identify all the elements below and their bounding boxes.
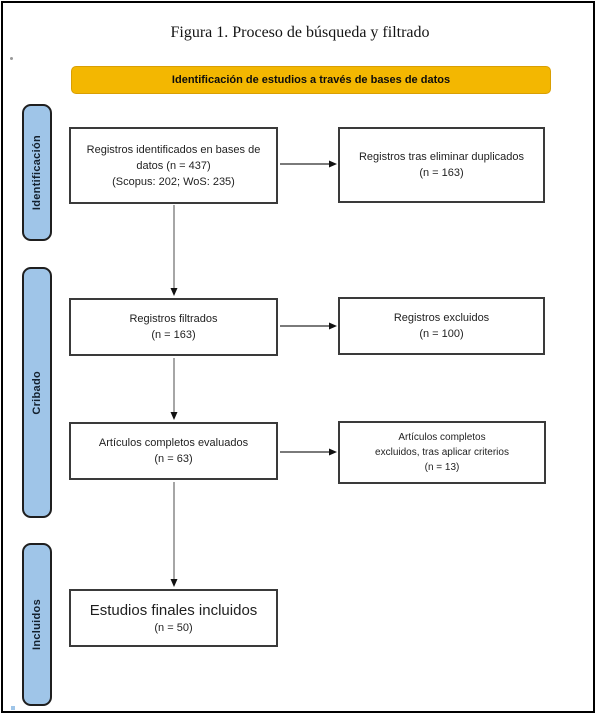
stage-label-identification-text: Identificación bbox=[31, 134, 43, 211]
box-records-excluded: Registros excluidos (n = 100) bbox=[338, 297, 545, 355]
box-fulltext-assessed-line1: Artículos completos evaluados bbox=[98, 437, 249, 449]
box-after-duplicates-line1: Registros tras eliminar duplicados bbox=[358, 151, 525, 163]
box-fulltext-excluded-line1: Artículos completos bbox=[398, 432, 486, 443]
stage-label-included-text: Incluidos bbox=[31, 599, 43, 650]
box-fulltext-assessed: Artículos completos evaluados (n = 63) bbox=[69, 422, 278, 480]
box-fulltext-excluded: Artículos completos excluidos, tras apli… bbox=[338, 421, 546, 484]
box-records-identified-line1: Registros identificados en bases de bbox=[86, 143, 261, 156]
box-final-included-sub: (n = 50) bbox=[154, 621, 193, 634]
box-records-screened: Registros filtrados (n = 163) bbox=[69, 298, 278, 356]
box-after-duplicates-line2: (n = 163) bbox=[419, 167, 464, 179]
box-records-excluded-line1: Registros excluidos bbox=[393, 312, 490, 324]
stage-label-identification: Identificación bbox=[22, 104, 52, 241]
stage-label-included: Incluidos bbox=[22, 543, 52, 706]
stage-label-screening-text: Cribado bbox=[31, 370, 43, 415]
figure-title: Figura 1. Proceso de búsqueda y filtrado bbox=[170, 24, 430, 41]
stage-label-screening: Cribado bbox=[22, 267, 52, 518]
box-records-identified: Registros identificados en bases de dato… bbox=[69, 127, 278, 204]
identification-banner: Identificación de estudios a través de b… bbox=[71, 66, 551, 94]
stray-blue-mark bbox=[11, 706, 15, 710]
box-final-included-main: Estudios finales incluidos bbox=[89, 601, 258, 619]
box-final-included: Estudios finales incluidos (n = 50) bbox=[69, 589, 278, 647]
stray-mark bbox=[10, 57, 13, 60]
box-fulltext-excluded-line3: (n = 13) bbox=[424, 462, 460, 473]
box-fulltext-assessed-line2: (n = 63) bbox=[154, 453, 193, 465]
box-fulltext-excluded-line2: excluidos, tras aplicar criterios bbox=[375, 447, 509, 458]
identification-banner-label: Identificación de estudios a través de b… bbox=[171, 74, 451, 86]
box-records-identified-line2: datos (n = 437) bbox=[136, 159, 211, 172]
box-records-screened-line1: Registros filtrados bbox=[129, 313, 218, 325]
box-records-screened-line2: (n = 163) bbox=[151, 329, 196, 341]
box-records-excluded-line2: (n = 100) bbox=[419, 328, 464, 340]
box-after-duplicates: Registros tras eliminar duplicados (n = … bbox=[338, 127, 545, 203]
box-records-identified-line3: (Scopus: 202; WoS: 235) bbox=[112, 175, 235, 188]
